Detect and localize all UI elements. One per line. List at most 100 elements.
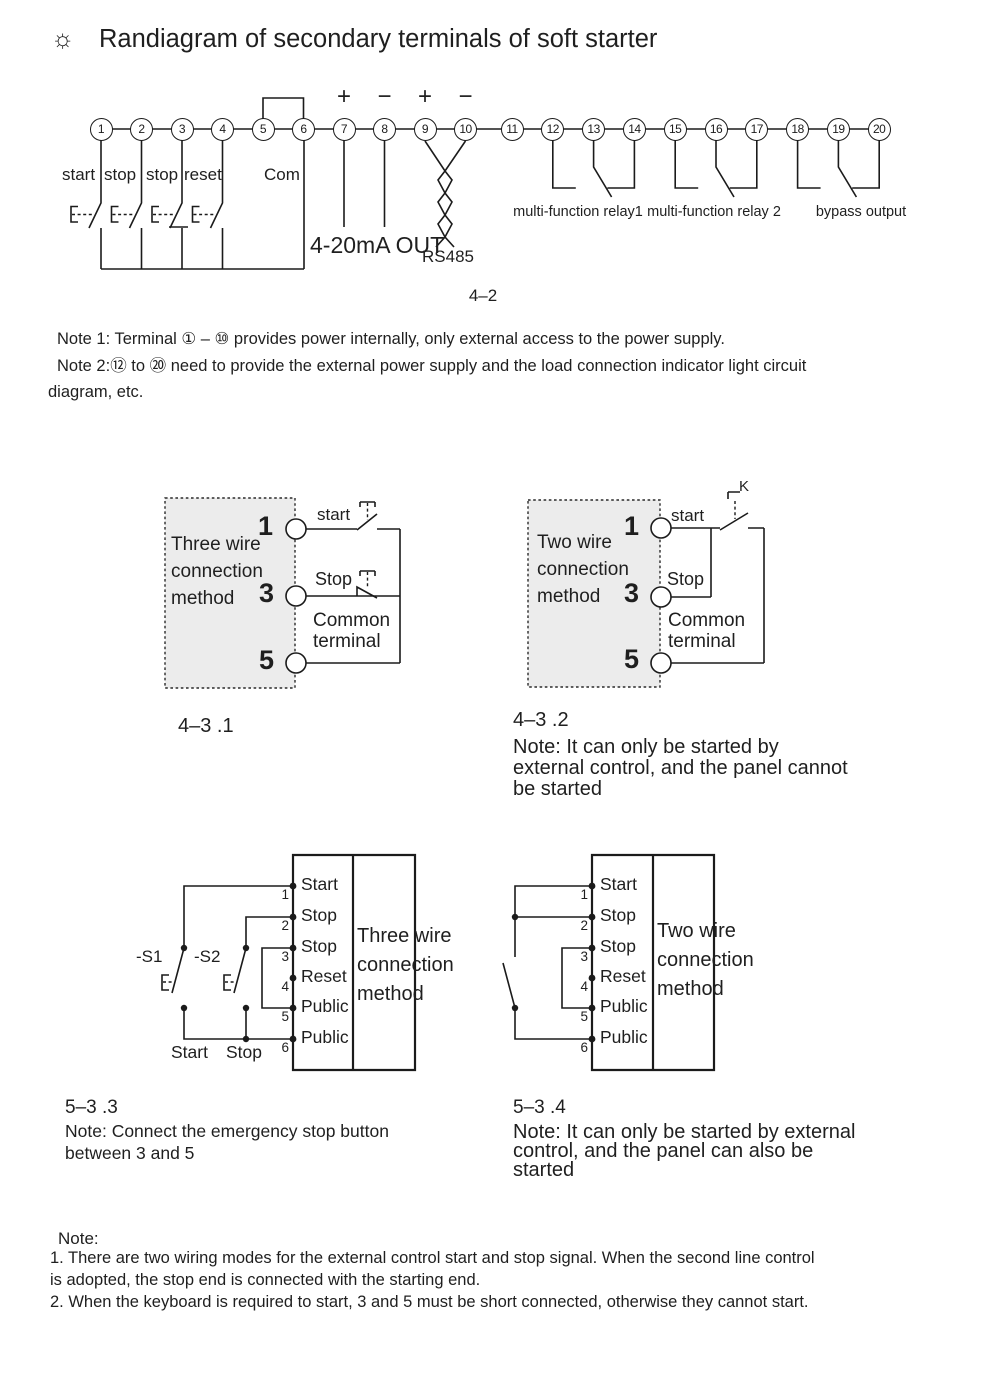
fig534-note-line3: started: [513, 1159, 575, 1181]
fig432-common-line2: terminal: [668, 631, 736, 652]
fig534-note-line1: Note: It can only be started by external: [513, 1121, 856, 1143]
bottom-note-line1: 1. There are two wiring modes for the ex…: [50, 1249, 815, 1267]
fig534-row-label-6: Public: [600, 1027, 648, 1047]
terminal-circle-16: 16: [704, 117, 728, 141]
fig432-k-switch-label: K: [739, 478, 750, 495]
fig534-row-label-5: Public: [600, 996, 648, 1016]
terminal-circle-14: 14: [622, 117, 646, 141]
terminal-circle-18: 18: [786, 117, 810, 141]
fig432-box-line3: method: [537, 586, 601, 607]
fig431-start-label: start: [317, 505, 351, 524]
fig533-row-label-1: Start: [301, 874, 338, 894]
fig431-box-line2: connection: [171, 561, 263, 582]
fig533-num-3: 3: [281, 949, 289, 964]
fig534-note-line2: control, and the panel can also be: [513, 1140, 814, 1162]
fig432-common-line1: Common: [668, 610, 746, 631]
terminal-circle-10: 10: [454, 117, 477, 141]
bypass-output-label: bypass output: [815, 204, 907, 220]
fig432-lines: [528, 492, 764, 687]
fig432-terminal-1: 1: [624, 511, 640, 541]
fig533-start-label: Start: [171, 1042, 208, 1062]
terminal-circle-15: 15: [663, 117, 687, 141]
fig431-terminal-5: 5: [259, 645, 275, 675]
fig533-num-2: 2: [281, 918, 289, 933]
terminal-circle-19: 19: [826, 117, 850, 141]
relay1-label: multi-function relay1: [513, 204, 643, 220]
note2-text: Note 2:⑫ to ⑳ need to provide the extern…: [57, 357, 807, 375]
fig533-box-line3: method: [357, 983, 424, 1005]
terminal-strip-lines: [71, 98, 879, 269]
fig534-box-line3: method: [657, 978, 724, 1000]
terminal-circle-20: 20: [867, 117, 891, 141]
figure-caption-4-2: 4–2: [468, 286, 498, 305]
terminal-circle-12: 12: [541, 117, 565, 141]
fig534-num-1: 1: [580, 887, 588, 902]
rs485-label: RS485: [422, 247, 474, 266]
fig534-num-2: 2: [580, 918, 588, 933]
terminal-circle-4: 4: [211, 117, 234, 141]
fig432-note-line3: be started: [513, 778, 602, 800]
figure-caption-4-3-1: 4–3 .1: [178, 715, 234, 737]
fig534-num-4: 4: [580, 979, 588, 994]
polarity-minus-8: −: [377, 83, 392, 110]
fig432-start-label: start: [671, 506, 705, 525]
fig533-row-label-4: Reset: [301, 966, 347, 986]
fig533-row-label-6: Public: [301, 1027, 349, 1047]
fig533-num-4: 4: [281, 979, 289, 994]
fig534-box-line1: Two wire: [657, 920, 736, 942]
fig534-num-3: 3: [580, 949, 588, 964]
bottom-note-line3: 2. When the keyboard is required to star…: [50, 1293, 809, 1311]
polarity-minus-10: −: [458, 83, 473, 110]
fig533-num-5: 5: [281, 1009, 289, 1024]
terminal-circle-8: 8: [373, 117, 396, 141]
fig533-box-line2: connection: [357, 954, 454, 976]
switch-label-start: start: [62, 165, 96, 184]
switch-label-stop1: stop: [104, 165, 137, 184]
fig431-common-line2: terminal: [313, 631, 381, 652]
fig534-row-label-3: Stop: [600, 936, 636, 956]
note1-text: Note 1: Terminal ① – ⑩ provides power in…: [57, 330, 725, 348]
fig431-terminal-3: 3: [259, 578, 275, 608]
fig431-stop-label: Stop: [315, 569, 353, 589]
fig533-lines: [162, 855, 415, 1070]
fig534-num-6: 6: [580, 1040, 588, 1055]
terminal-circle-17: 17: [745, 117, 769, 141]
polarity-plus-7: +: [336, 83, 352, 110]
fig533-num-1: 1: [281, 887, 289, 902]
fig432-note-line1: Note: It can only be started by: [513, 736, 779, 758]
terminal-circle-11: 11: [500, 117, 524, 141]
fig534-row-label-1: Start: [600, 874, 637, 894]
analog-out-label: 4-20mA OUT: [310, 232, 445, 258]
fig432-terminal-5: 5: [624, 644, 640, 674]
fig431-box-line3: method: [171, 588, 235, 609]
fig533-stop-label: Stop: [226, 1042, 262, 1062]
fig534-box-line2: connection: [657, 949, 754, 971]
sun-icon: ☼: [51, 25, 75, 53]
fig432-box-line1: Two wire: [537, 532, 612, 553]
terminal-circle-9: 9: [413, 117, 437, 141]
page-title: Randiagram of secondary terminals of sof…: [99, 25, 658, 53]
fig432-note-line2: external control, and the panel cannot: [513, 757, 848, 779]
fig533-num-6: 6: [281, 1040, 289, 1055]
fig534-lines: [503, 855, 714, 1070]
fig534-row-label-4: Reset: [600, 966, 646, 986]
fig432-box-line2: connection: [537, 559, 629, 580]
bottom-note-header: Note:: [58, 1229, 99, 1248]
fig533-s2-label: -S2: [194, 947, 221, 966]
terminal-circle-2: 2: [130, 117, 153, 141]
figure-caption-5-3-3: 5–3 .3: [65, 1097, 118, 1118]
terminal-circle-7: 7: [332, 117, 356, 141]
polarity-plus-9: +: [417, 83, 433, 110]
terminal-circle-1: 1: [89, 117, 113, 141]
fig534-num-5: 5: [580, 1009, 588, 1024]
terminal-circle-5: 5: [251, 117, 275, 141]
relay2-label: multi-function relay 2: [647, 204, 781, 220]
fig533-note-line2: between 3 and 5: [65, 1143, 195, 1163]
fig431-terminal-1: 1: [258, 511, 274, 541]
fig534-row-label-2: Stop: [600, 905, 636, 925]
fig432-terminal-3: 3: [624, 578, 640, 608]
terminal-circle-6: 6: [292, 117, 315, 141]
terminal-circle-3: 3: [170, 117, 194, 141]
